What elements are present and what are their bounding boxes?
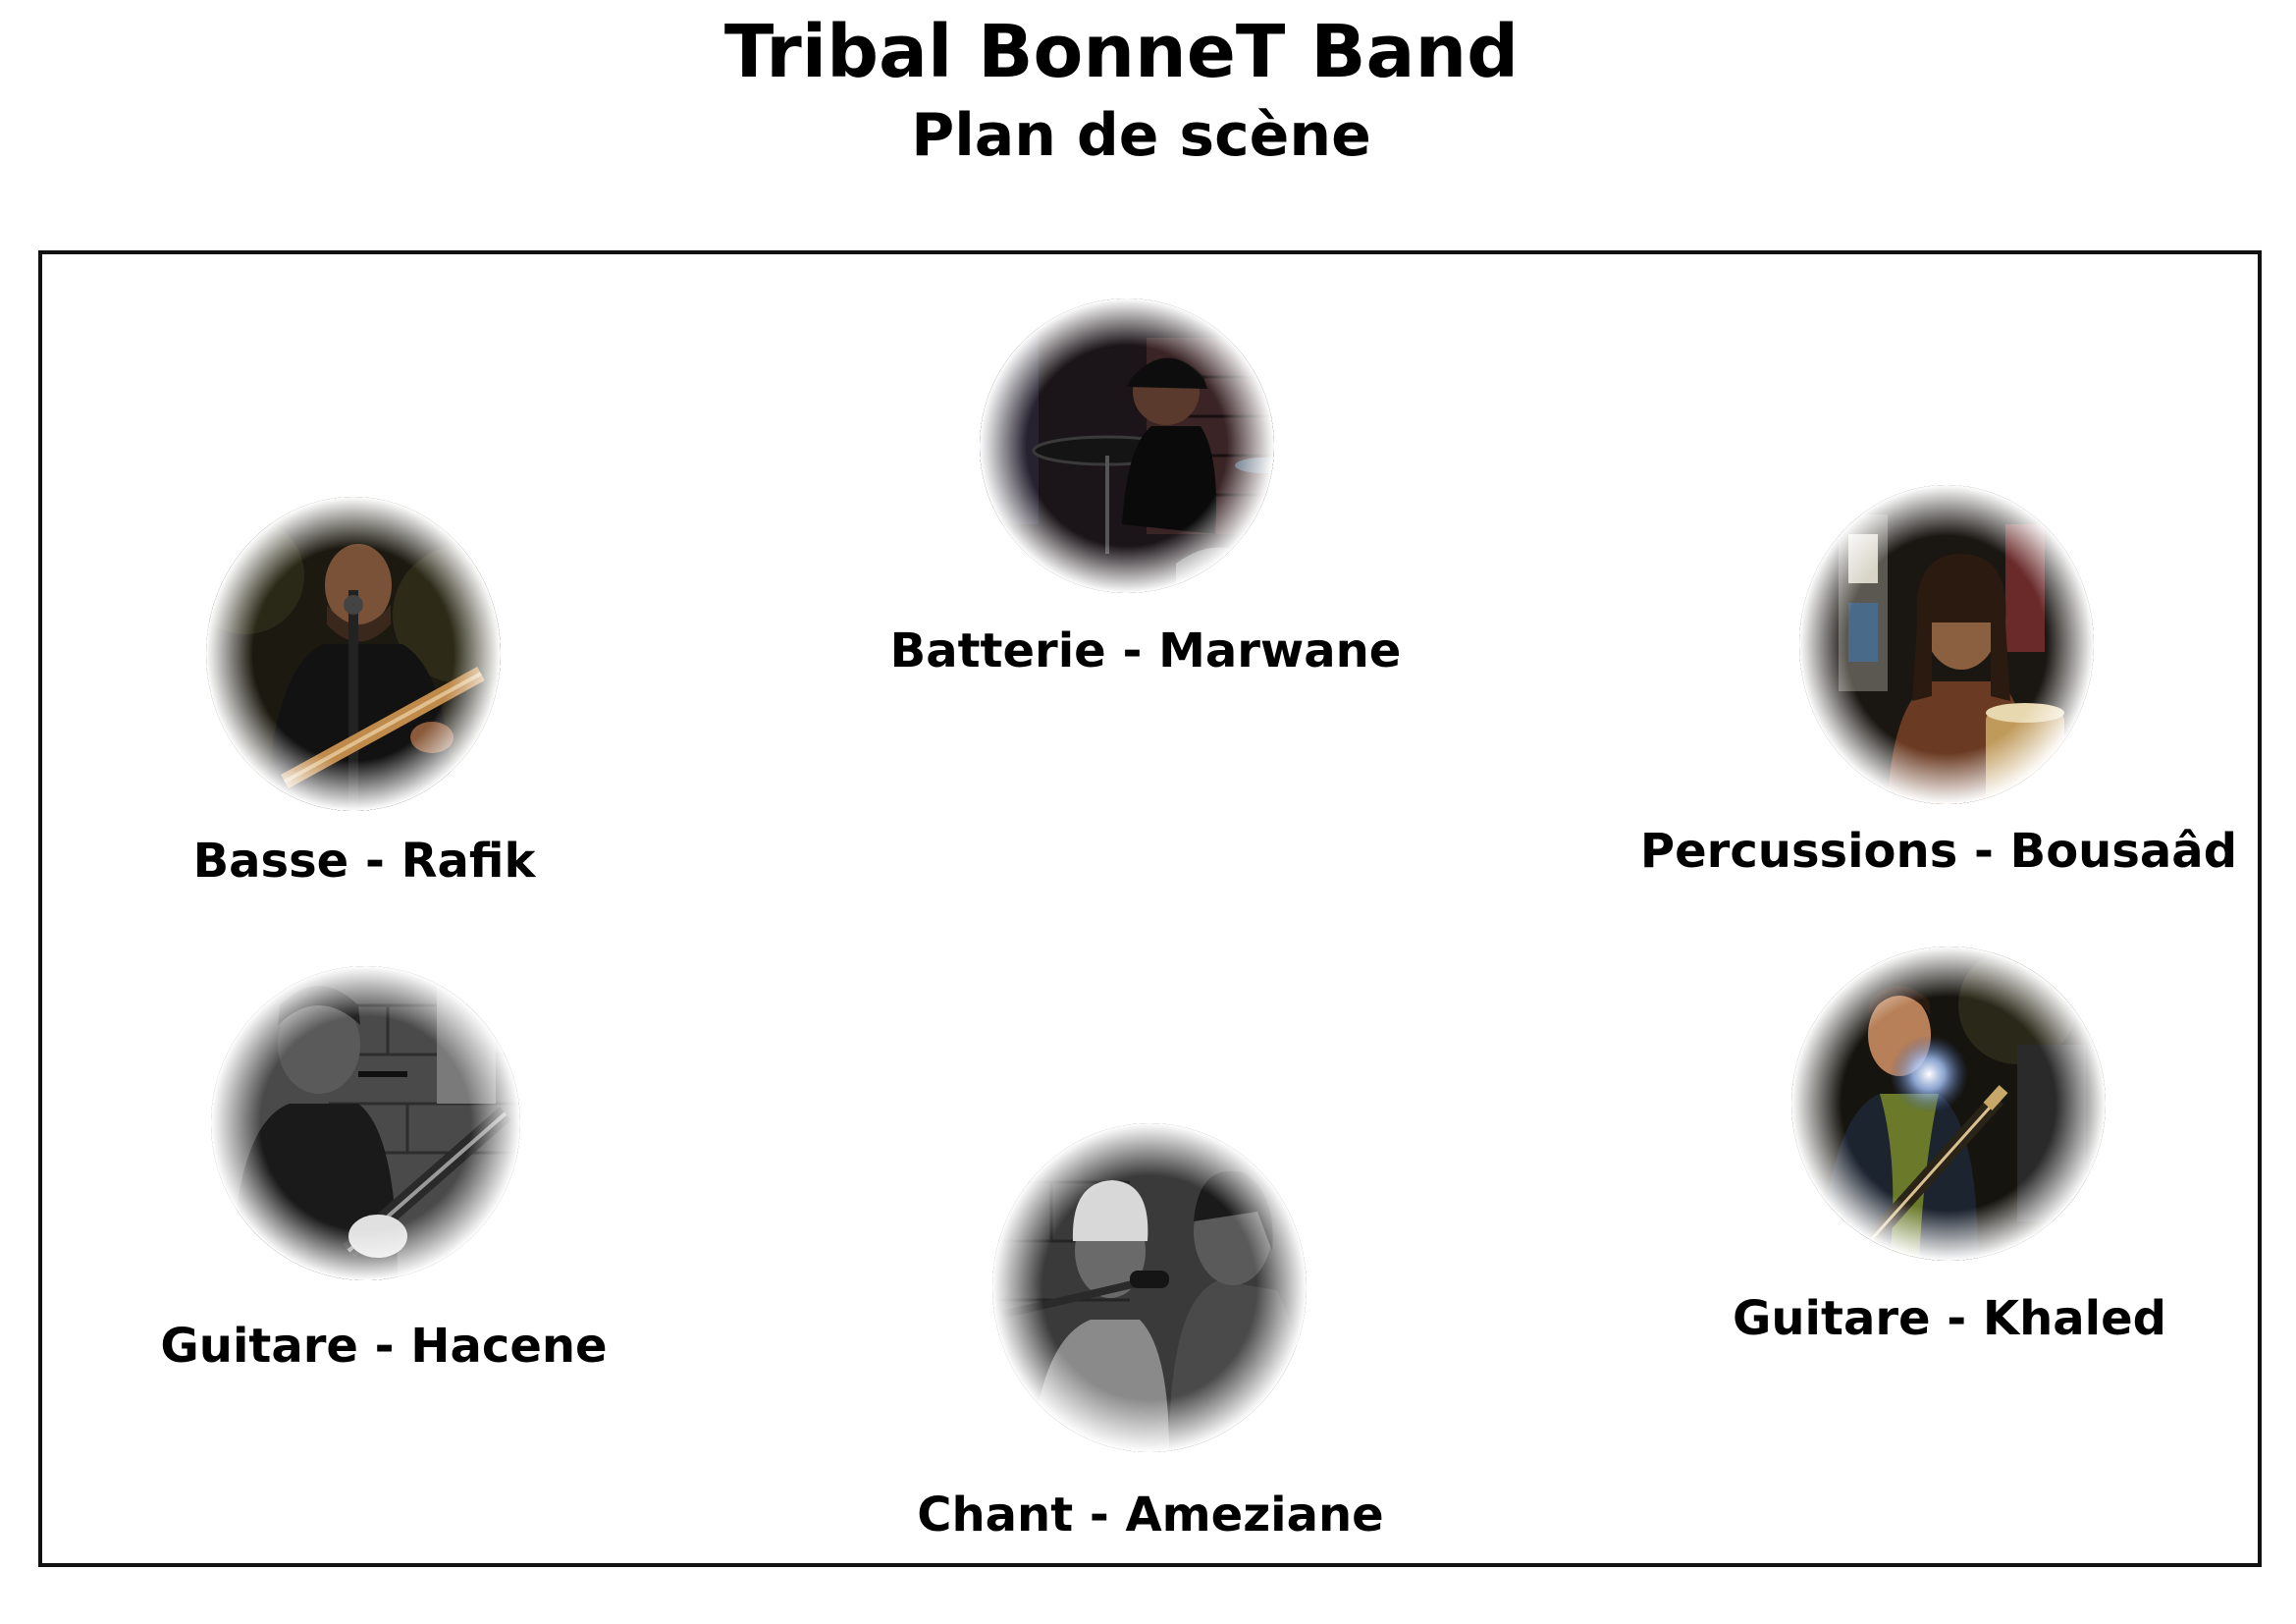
musician-label-chant: Chant - Ameziane	[917, 1488, 1384, 1543]
guitarist-hacene-photo-image	[211, 966, 520, 1280]
singer-photo	[992, 1123, 1307, 1452]
guitarist-hacene-photo	[211, 966, 520, 1280]
musician-label-batterie: Batterie - Marwane	[889, 623, 1402, 678]
drummer-photo	[980, 298, 1274, 593]
musician-label-guitare-khaled: Guitare - Khaled	[1732, 1291, 2167, 1346]
stage-area: Batterie - Marwane Basse - Rafik	[38, 250, 2262, 1567]
stage-plan-subtitle: Plan de scène	[911, 101, 1371, 170]
bassist-photo	[206, 497, 501, 811]
musician-label-percussions: Percussions - Bousaâd	[1639, 824, 2238, 879]
bassist-photo-image	[206, 497, 501, 811]
percussionist-photo	[1799, 485, 2094, 804]
guitarist-khaled-photo-image	[1791, 947, 2106, 1261]
percussionist-photo-image	[1799, 485, 2094, 804]
musician-label-guitare-hacene: Guitare - Hacene	[160, 1319, 608, 1374]
guitarist-khaled-photo	[1791, 947, 2106, 1261]
band-title: Tribal BonneT Band	[723, 10, 1520, 94]
drummer-photo-image	[980, 298, 1274, 593]
musician-label-basse: Basse - Rafik	[192, 834, 536, 889]
singer-photo-image	[992, 1123, 1307, 1452]
